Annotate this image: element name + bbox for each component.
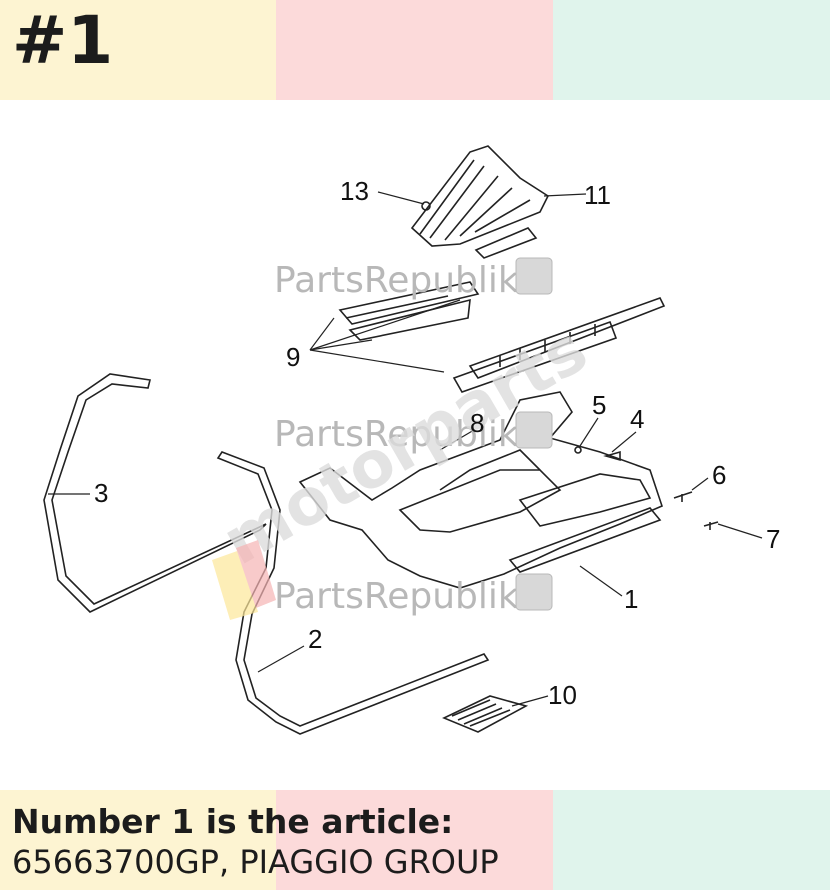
callout-3: 3 bbox=[94, 478, 108, 508]
page-title: #1 bbox=[12, 2, 114, 79]
part-10-pad[interactable] bbox=[442, 695, 529, 733]
callout-11: 11 bbox=[584, 180, 611, 210]
watermark-text: PartsRepublik bbox=[274, 260, 519, 301]
part-1-footboard[interactable] bbox=[298, 391, 663, 589]
watermark-stripes-icon bbox=[212, 540, 276, 620]
footer-band-mint bbox=[553, 790, 830, 890]
watermark-text: PartsRepublik bbox=[274, 576, 519, 617]
watermark-gear-icon bbox=[515, 257, 553, 611]
callout-1: 1 bbox=[624, 584, 638, 614]
part-13-screw[interactable] bbox=[421, 201, 431, 211]
callout-labels: 13 11 9 5 4 8 3 6 7 1 2 10 bbox=[94, 176, 780, 710]
article-heading: Number 1 is the article: bbox=[12, 802, 454, 841]
part-6-screw[interactable] bbox=[673, 491, 693, 502]
footer-band-pink bbox=[276, 790, 553, 890]
leader-lines bbox=[48, 191, 763, 707]
footer-band-yellow bbox=[0, 790, 276, 890]
watermark-text: PartsRepublik bbox=[274, 414, 519, 455]
part-4-clip[interactable] bbox=[603, 450, 621, 462]
part-3-gasket[interactable] bbox=[43, 373, 267, 613]
parts-diagram: PartsRepublik PartsRepublik PartsRepubli… bbox=[43, 145, 780, 735]
header-band-mint bbox=[553, 0, 830, 100]
callout-2: 2 bbox=[308, 624, 322, 654]
footer-band bbox=[0, 790, 830, 890]
callout-4: 4 bbox=[630, 404, 644, 434]
callout-7: 7 bbox=[766, 524, 780, 554]
header-band-yellow bbox=[0, 0, 276, 100]
header-band bbox=[0, 0, 830, 100]
article-number: 65663700GP, PIAGGIO GROUP bbox=[12, 843, 499, 881]
callout-8: 8 bbox=[470, 408, 484, 438]
callout-6: 6 bbox=[712, 460, 726, 490]
callout-10: 10 bbox=[548, 680, 577, 710]
part-5-clip[interactable] bbox=[574, 446, 582, 454]
watermarks: PartsRepublik PartsRepublik PartsRepubli… bbox=[211, 257, 600, 620]
callout-9: 9 bbox=[286, 342, 300, 372]
callout-13: 13 bbox=[340, 176, 369, 206]
part-11-upper-cover[interactable] bbox=[410, 145, 550, 259]
callout-5: 5 bbox=[592, 390, 606, 420]
part-7-screw[interactable] bbox=[703, 521, 719, 530]
header-band-pink bbox=[276, 0, 553, 100]
